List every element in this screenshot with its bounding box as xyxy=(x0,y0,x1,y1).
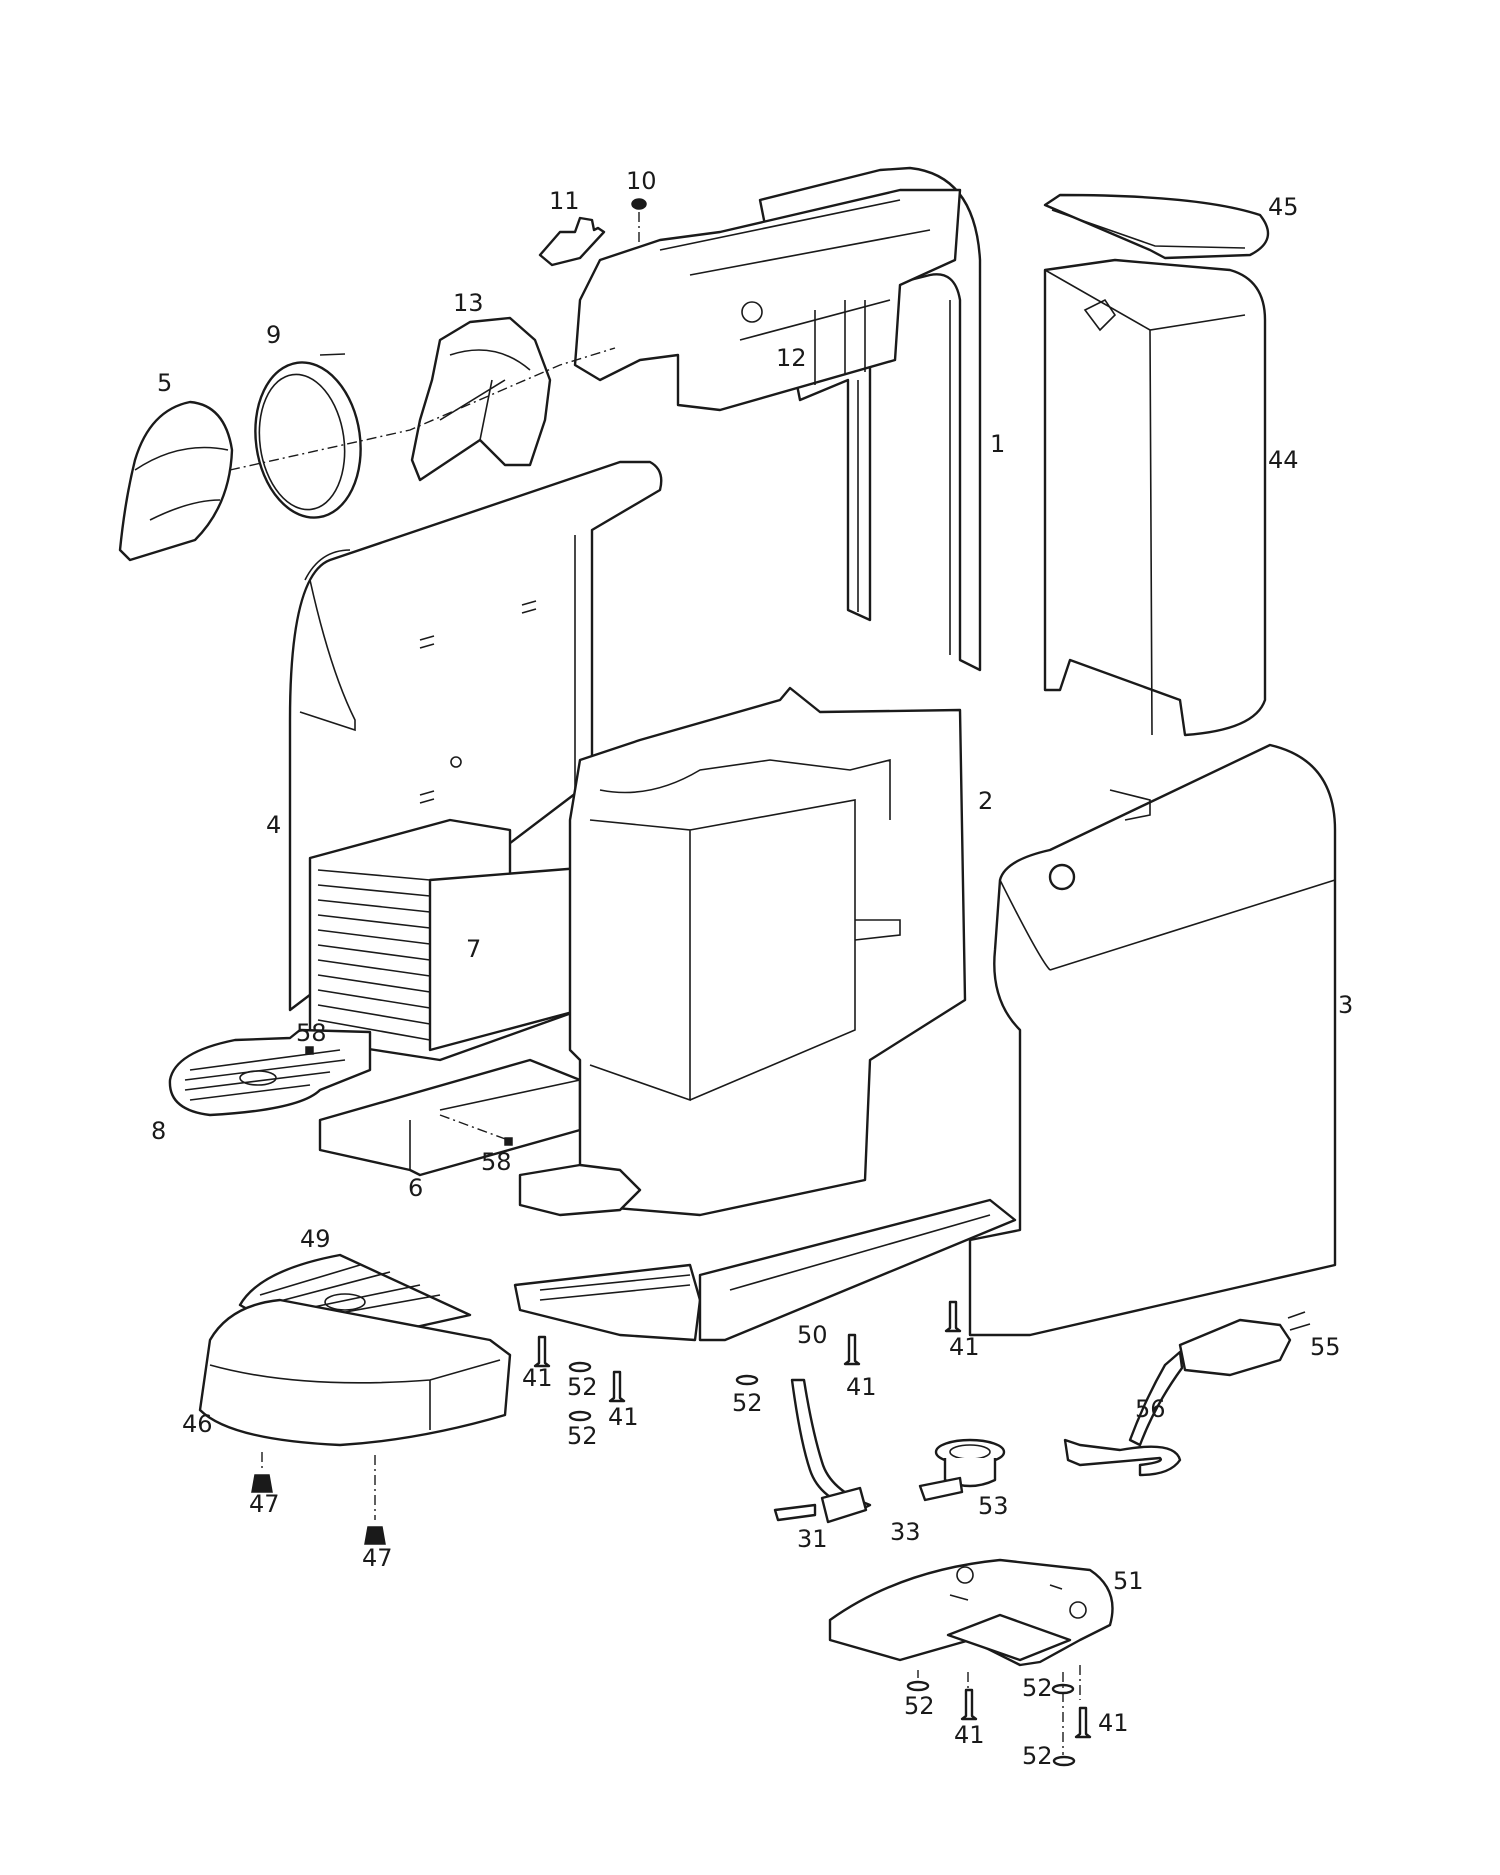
callout-label: 56 xyxy=(1135,1395,1166,1423)
callout-label: 1 xyxy=(990,430,1005,458)
callout-label: 8 xyxy=(151,1117,166,1145)
part-50-base-rail xyxy=(513,1163,1017,1342)
part-58-magnets xyxy=(305,1046,513,1146)
part-45-water-tank-lid xyxy=(1043,193,1270,260)
callout-label: 55 xyxy=(1310,1333,1341,1361)
part-11-lever-clip xyxy=(538,216,606,267)
callout-label: 52 xyxy=(1022,1742,1053,1770)
part-8-cup-support-grid xyxy=(168,1028,372,1117)
callout-label: 5 xyxy=(157,369,172,397)
callout-label: 44 xyxy=(1268,446,1299,474)
callout-label: 41 xyxy=(522,1364,553,1392)
callout-labels: 10 11 12 13 9 5 1 45 44 2 4 7 3 58 8 58 … xyxy=(151,167,1353,1770)
part-9-front-ring xyxy=(254,353,362,519)
callout-label: 50 xyxy=(797,1321,828,1349)
callout-label: 58 xyxy=(296,1019,327,1047)
callout-label: 41 xyxy=(846,1373,877,1401)
part-5-front-lever-cover xyxy=(118,400,234,562)
callout-label: 51 xyxy=(1113,1567,1144,1595)
callout-label: 52 xyxy=(1022,1674,1053,1702)
callout-label: 12 xyxy=(776,344,807,372)
part-53-valve-connector xyxy=(918,1438,1006,1502)
callout-label: 52 xyxy=(567,1373,598,1401)
part-47-feet xyxy=(251,1474,386,1545)
callout-label: 47 xyxy=(249,1490,280,1518)
callout-label: 52 xyxy=(904,1692,935,1720)
callout-label: 52 xyxy=(567,1422,598,1450)
part-44-water-tank xyxy=(1043,258,1267,737)
callout-label: 13 xyxy=(453,289,484,317)
part-31-water-tube xyxy=(773,1378,872,1522)
part-10-screw xyxy=(631,198,647,248)
callout-label: 4 xyxy=(266,811,281,839)
part-41-screws xyxy=(533,1300,1092,1739)
part-3-side-cover xyxy=(968,743,1337,1337)
callout-label: 49 xyxy=(300,1225,331,1253)
callout-label: 58 xyxy=(481,1148,512,1176)
part-55-power-plug xyxy=(1178,1311,1311,1377)
part-56-power-cord xyxy=(1063,1350,1184,1477)
callout-label: 41 xyxy=(608,1403,639,1431)
callout-label: 41 xyxy=(1098,1709,1129,1737)
callout-label: 52 xyxy=(732,1389,763,1417)
assembly-axis-guide xyxy=(229,347,616,471)
callout-label: 3 xyxy=(1338,991,1353,1019)
part-7-capsule-container xyxy=(308,818,582,1062)
callout-label: 45 xyxy=(1268,193,1299,221)
part-6-drip-tray xyxy=(318,1058,582,1177)
callout-label: 7 xyxy=(466,935,481,963)
callout-label: 31 xyxy=(797,1525,828,1553)
callout-label: 46 xyxy=(182,1410,213,1438)
callout-label: 47 xyxy=(362,1544,393,1572)
callout-label: 10 xyxy=(626,167,657,195)
part-52-washers xyxy=(568,1361,1081,1767)
part-2-chassis xyxy=(568,686,967,1217)
callout-label: 53 xyxy=(978,1492,1009,1520)
part-51-bottom-plate xyxy=(828,1558,1114,1688)
callout-label: 9 xyxy=(266,321,281,349)
callout-label: 41 xyxy=(949,1333,980,1361)
part-33-tube-sleeve xyxy=(820,1486,868,1524)
callout-label: 2 xyxy=(978,787,993,815)
callout-label: 6 xyxy=(408,1174,423,1202)
callout-label: 11 xyxy=(549,187,580,215)
callout-label: 41 xyxy=(954,1721,985,1749)
part-46-cup-tray-base xyxy=(198,1298,512,1520)
callout-label: 33 xyxy=(890,1518,921,1546)
part-12-top-housing xyxy=(573,188,962,412)
